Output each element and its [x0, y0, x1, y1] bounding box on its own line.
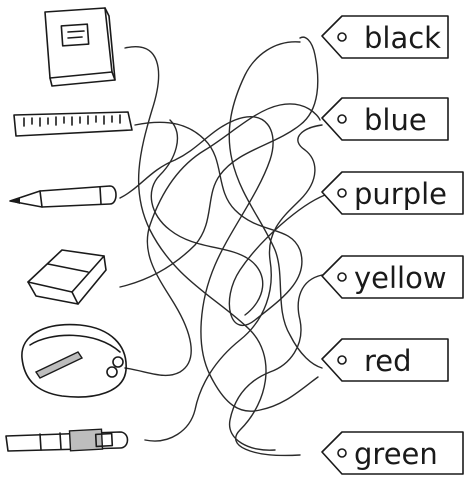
- tag-red[interactable]: red: [322, 339, 448, 381]
- pen-icon[interactable]: [6, 429, 128, 451]
- tag-yellow[interactable]: yellow: [322, 256, 463, 298]
- tag-label: purple: [354, 177, 447, 211]
- tag-green[interactable]: green: [322, 432, 463, 474]
- ruler-icon[interactable]: [14, 112, 132, 136]
- tag-black[interactable]: black: [322, 16, 448, 58]
- thread-book[interactable]: [125, 47, 300, 456]
- thread-pencil[interactable]: [120, 117, 318, 412]
- pencil-case-icon[interactable]: [22, 325, 126, 397]
- tag-label: blue: [364, 103, 427, 137]
- tag-label: red: [364, 344, 412, 378]
- thread-extra-2: [230, 275, 322, 450]
- tag-label: yellow: [354, 261, 447, 295]
- thread-case[interactable]: [125, 104, 320, 375]
- book-icon[interactable]: [45, 8, 115, 86]
- thread-extra-1: [229, 42, 322, 368]
- pencil-icon[interactable]: [10, 186, 116, 207]
- thread-eraser[interactable]: [120, 37, 318, 287]
- eraser-icon[interactable]: [28, 250, 106, 304]
- tangled-threads: [120, 37, 325, 455]
- tag-blue[interactable]: blue: [322, 98, 448, 140]
- tag-label: black: [364, 21, 441, 55]
- tag-label: green: [354, 437, 438, 471]
- tag-purple[interactable]: purple: [322, 172, 463, 214]
